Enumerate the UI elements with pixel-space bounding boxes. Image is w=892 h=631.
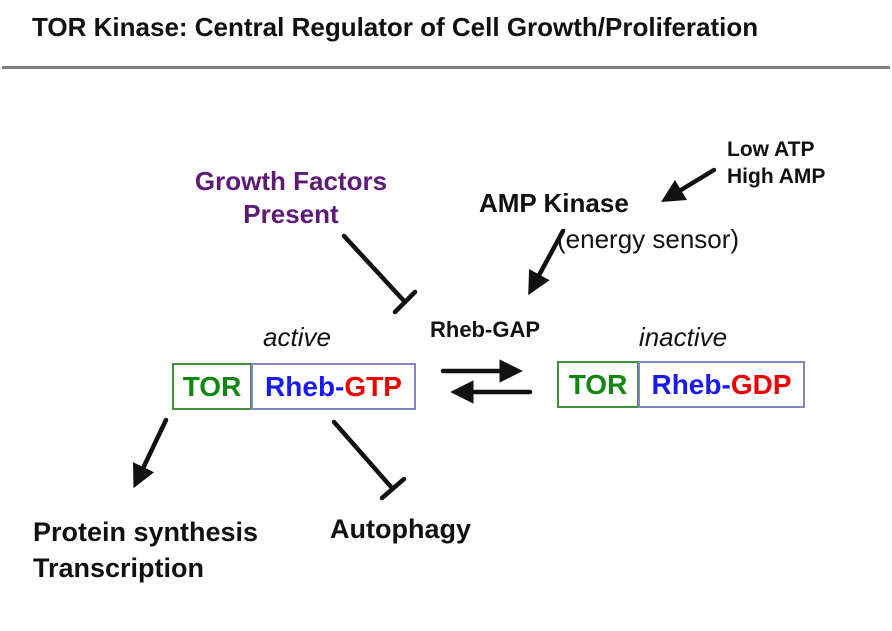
inhibit-tor-to-autophagy-icon (331, 419, 407, 501)
arrow-energy-to-ampkinase-icon (660, 167, 717, 203)
protein-synthesis-line: Protein synthesis (33, 517, 259, 547)
outputs-label: Protein synthesis Transcription (33, 514, 333, 586)
active-rheb-prefix-text: Rheb- (265, 370, 345, 402)
high-amp-line: High AMP (727, 165, 826, 188)
active-complex-tor-box: TOR (172, 363, 252, 410)
energy-state-label: Low ATP High AMP (727, 136, 857, 190)
title-divider (2, 66, 890, 69)
active-complex-rheb-gtp-box: Rheb-GTP (251, 363, 416, 410)
amp-kinase-label: AMP Kinase (479, 188, 629, 218)
inactive-tor-text: TOR (568, 368, 628, 400)
inactive-nucleotide-text: GDP (730, 368, 792, 400)
active-nucleotide-text: GTP (344, 370, 402, 402)
inactive-state-label: inactive (638, 322, 728, 352)
autophagy-label: Autophagy (330, 514, 471, 544)
growth-factors-line1: Growth Factors (194, 166, 388, 196)
growth-factors-label: Growth Factors Present (165, 165, 417, 231)
active-state-label: active (263, 322, 331, 352)
energy-sensor-label: (energy sensor) (557, 224, 740, 254)
rheb-gap-label: Rheb-GAP (430, 317, 540, 342)
low-atp-line: Low ATP (727, 138, 815, 161)
inhibit-growthfactors-to-rhebgap-icon (341, 233, 418, 315)
growth-factors-line2: Present (243, 199, 339, 229)
arrow-tor-to-outputs-icon (132, 417, 169, 489)
inactive-rheb-prefix-text: Rheb- (651, 368, 731, 400)
inactive-complex-rheb-gdp-box: Rheb-GDP (638, 361, 805, 408)
transcription-line: Transcription (33, 553, 205, 583)
page-title: TOR Kinase: Central Regulator of Cell Gr… (32, 12, 759, 42)
active-tor-text: TOR (182, 370, 242, 402)
inactive-complex-tor-box: TOR (557, 361, 639, 408)
